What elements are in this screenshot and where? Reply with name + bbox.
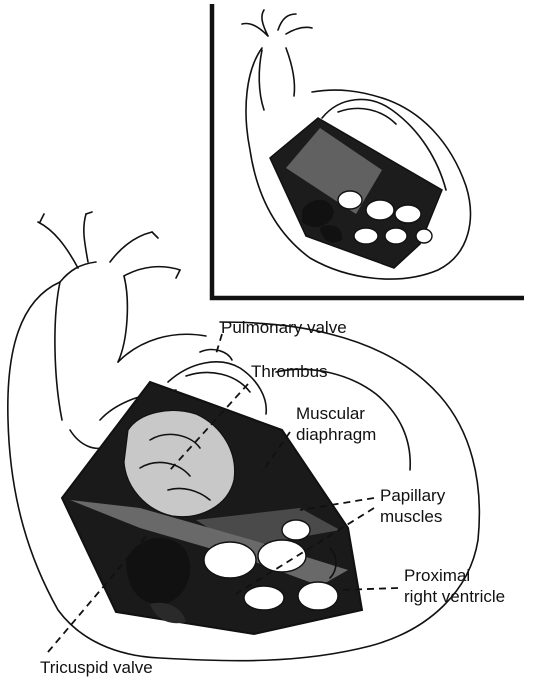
label-muscular-diaphragm-line2: diaphragm: [296, 425, 376, 444]
label-tricuspid-valve: Tricuspid valve: [40, 658, 153, 677]
inset-panel: [212, 4, 524, 298]
inset-heart: [242, 10, 470, 279]
label-papillary-muscles-line1: Papillary: [380, 486, 446, 505]
label-proximal-rv-line1: Proximal: [404, 566, 470, 585]
label-papillary-muscles-line2: muscles: [380, 507, 442, 526]
label-thrombus: Thrombus: [251, 362, 328, 381]
label-proximal-rv-line2: right ventricle: [404, 587, 505, 606]
label-muscular-diaphragm-line1: Muscular: [296, 404, 365, 423]
label-pulmonary-valve: Pulmonary valve: [221, 318, 347, 337]
